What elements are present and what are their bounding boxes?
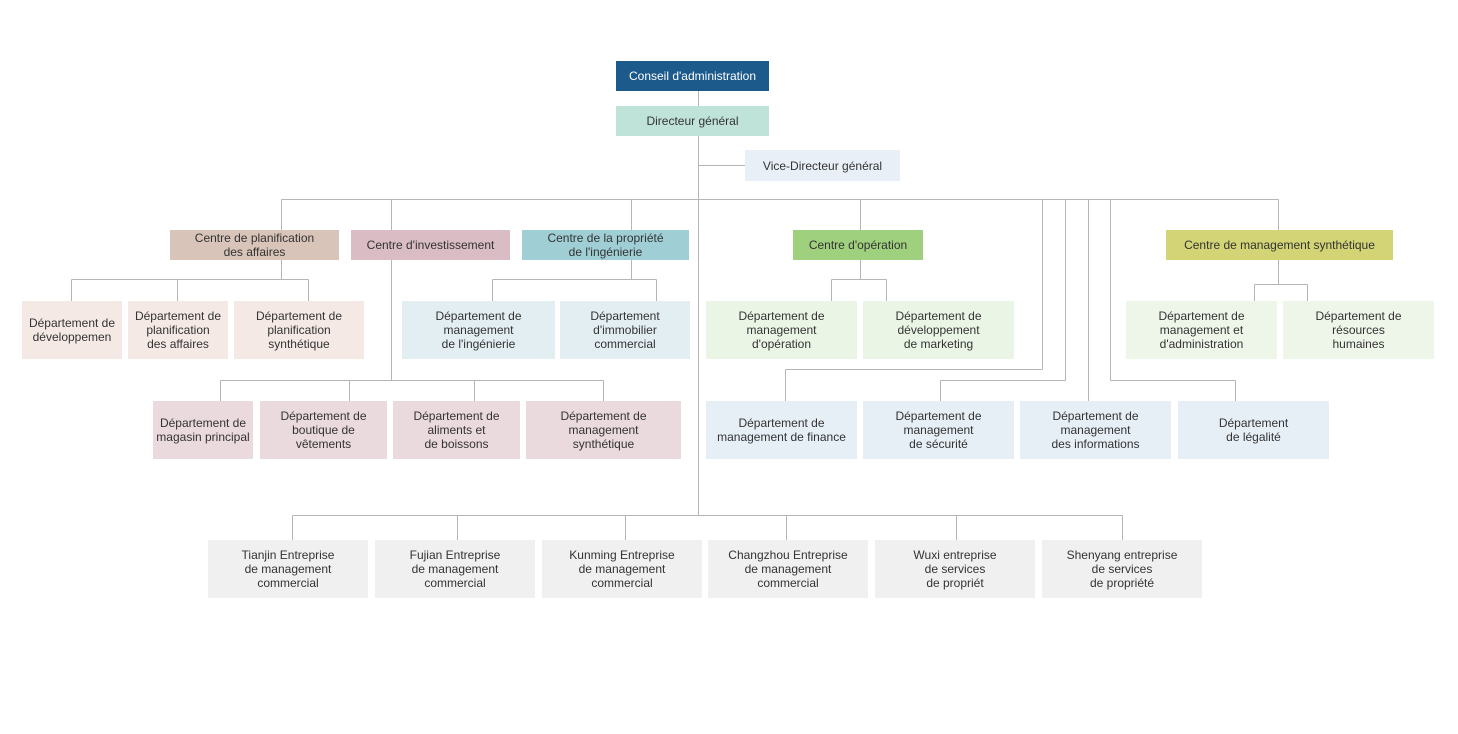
central-dept-label: Département de management de sécurité [895, 409, 982, 451]
engineering-dept-label: Département d'immobilier commercial [590, 309, 660, 351]
enterprise-label: Shenyang entreprise de services de propr… [1066, 548, 1178, 590]
center-planning-node[interactable]: Centre de planification des affaires [170, 230, 339, 260]
operation-dept-label: Département de management d'opération [738, 309, 825, 351]
planning-dept-node[interactable]: Département de planification des affaire… [128, 301, 228, 359]
engineering-dept-node[interactable]: Département d'immobilier commercial [560, 301, 690, 359]
board-node[interactable]: Conseil d'administration [616, 61, 769, 91]
operation-dept-label: Département de développement de marketin… [895, 309, 982, 351]
operation-dept-node[interactable]: Département de développement de marketin… [863, 301, 1014, 359]
center-operation-node[interactable]: Centre d'opération [793, 230, 923, 260]
planning-dept-label: Département de planification des affaire… [134, 309, 222, 351]
center-synthetic-node[interactable]: Centre de management synthétique [1166, 230, 1393, 260]
enterprise-node[interactable]: Changzhou Entreprise de management comme… [708, 540, 868, 598]
enterprise-label: Fujian Entreprise de management commerci… [409, 548, 501, 590]
enterprise-node[interactable]: Kunming Entreprise de management commerc… [542, 540, 702, 598]
enterprise-node[interactable]: Fujian Entreprise de management commerci… [375, 540, 535, 598]
center-synthetic-label: Centre de management synthétique [1184, 238, 1375, 252]
enterprise-node[interactable]: Shenyang entreprise de services de propr… [1042, 540, 1202, 598]
director-node[interactable]: Directeur général [616, 106, 769, 136]
central-dept-node[interactable]: Département de management de sécurité [863, 401, 1014, 459]
enterprise-label: Changzhou Entreprise de management comme… [728, 548, 848, 590]
central-dept-label: Département de légalité [1218, 416, 1289, 444]
planning-dept-node[interactable]: Département de planification synthétique [234, 301, 364, 359]
planning-dept-node[interactable]: Département de développemen [22, 301, 122, 359]
enterprise-label: Tianjin Entreprise de management commerc… [241, 548, 335, 590]
central-dept-node[interactable]: Département de management de finance [706, 401, 857, 459]
synthetic-dept-label: Département de management et d'administr… [1158, 309, 1245, 351]
enterprise-node[interactable]: Tianjin Entreprise de management commerc… [208, 540, 368, 598]
center-operation-label: Centre d'opération [808, 238, 908, 252]
investment-dept-node[interactable]: Département de management synthétique [526, 401, 681, 459]
investment-dept-node[interactable]: Département de magasin principal [153, 401, 253, 459]
investment-dept-label: Département de magasin principal [156, 416, 250, 444]
investment-dept-label: Département de management synthétique [560, 409, 647, 451]
center-investment-label: Centre d'investissement [366, 238, 495, 252]
center-engineering-label: Centre de la propriété de l'ingénierie [547, 231, 664, 259]
enterprise-node[interactable]: Wuxi entreprise de services de propriét [875, 540, 1035, 598]
center-planning-label: Centre de planification des affaires [194, 231, 315, 259]
engineering-dept-node[interactable]: Département de management de l'ingénieri… [402, 301, 555, 359]
center-investment-node[interactable]: Centre d'investissement [351, 230, 510, 260]
central-dept-label: Département de management des informatio… [1051, 409, 1140, 451]
vice-director-node[interactable]: Vice-Directeur général [745, 150, 900, 181]
synthetic-dept-node[interactable]: Département de management et d'administr… [1126, 301, 1277, 359]
enterprise-label: Wuxi entreprise de services de propriét [913, 548, 997, 590]
center-engineering-node[interactable]: Centre de la propriété de l'ingénierie [522, 230, 689, 260]
planning-dept-label: Département de développemen [28, 316, 116, 344]
director-label: Directeur général [646, 114, 739, 128]
synthetic-dept-node[interactable]: Département de résources humaines [1283, 301, 1434, 359]
board-label: Conseil d'administration [628, 69, 757, 83]
central-dept-node[interactable]: Département de management des informatio… [1020, 401, 1171, 459]
investment-dept-label: Département de aliments et de boissons [413, 409, 500, 451]
central-dept-label: Département de management de finance [717, 416, 846, 444]
central-dept-node[interactable]: Département de légalité [1178, 401, 1329, 459]
investment-dept-node[interactable]: Département de boutique de vêtements [260, 401, 387, 459]
planning-dept-label: Département de planification synthétique [255, 309, 343, 351]
investment-dept-node[interactable]: Département de aliments et de boissons [393, 401, 520, 459]
vice-director-label: Vice-Directeur général [762, 158, 883, 173]
enterprise-label: Kunming Entreprise de management commerc… [569, 548, 675, 590]
operation-dept-node[interactable]: Département de management d'opération [706, 301, 857, 359]
engineering-dept-label: Département de management de l'ingénieri… [435, 309, 522, 351]
investment-dept-label: Département de boutique de vêtements [280, 409, 367, 451]
synthetic-dept-label: Département de résources humaines [1315, 309, 1402, 351]
